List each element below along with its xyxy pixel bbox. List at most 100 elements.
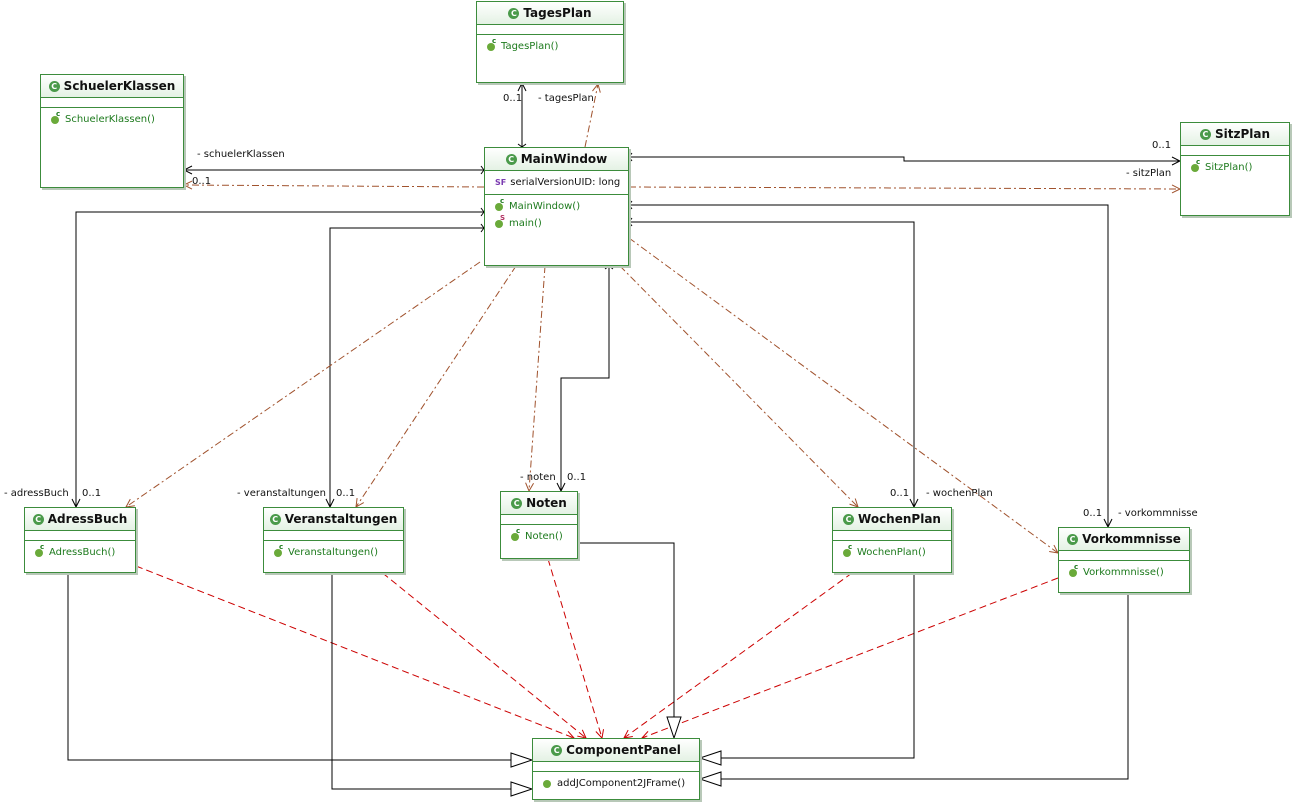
static-final-field-icon: SF xyxy=(495,178,507,187)
attributes-section xyxy=(501,515,577,525)
class-icon: C xyxy=(511,497,523,509)
dep-main-schuelerklassen xyxy=(184,185,485,187)
class-icon: C xyxy=(1199,128,1211,140)
assoc-wochenplan xyxy=(629,222,914,507)
adressbuch-multiplicity: 0..1 xyxy=(82,488,102,499)
assoc-sitzplan xyxy=(629,157,1180,161)
noten-multiplicity: 0..1 xyxy=(567,472,587,483)
assoc-veranstaltungen xyxy=(330,228,484,507)
attributes-section xyxy=(264,531,403,541)
public-method-icon: S xyxy=(495,214,505,228)
dep-main-sitzplan xyxy=(628,187,1180,189)
gen-adressbuch xyxy=(67,573,534,768)
attributes-section xyxy=(533,762,699,772)
class-name: SchuelerKlassen xyxy=(63,79,176,93)
gen-noten xyxy=(578,542,682,740)
adressbuch-role: - adressBuch xyxy=(4,488,69,499)
public-method-icon: c xyxy=(843,543,852,557)
schuelerklassen-role: - schuelerKlassen xyxy=(197,149,285,160)
dep-main-vorkommnisse xyxy=(628,237,1058,553)
class-name: AdressBuch xyxy=(47,512,128,526)
public-method-icon: c xyxy=(487,37,496,51)
attributes-section xyxy=(477,25,623,35)
wochenplan-multiplicity: 0..1 xyxy=(890,488,910,499)
associations xyxy=(76,83,1180,527)
assoc-noten xyxy=(561,266,609,491)
gen-wochenplan xyxy=(698,573,915,766)
public-method-icon xyxy=(543,779,551,788)
attributes-section xyxy=(1181,146,1289,156)
dep-veranstaltungen-panel xyxy=(373,565,586,738)
class-name: ComponentPanel xyxy=(566,743,681,757)
class-icon: C xyxy=(1067,533,1079,545)
dep-noten-panel xyxy=(547,558,602,738)
public-method-icon: c xyxy=(35,543,44,557)
schuelerklassen-multiplicity: 0..1 xyxy=(192,176,212,187)
assoc-vorkommnisse xyxy=(629,205,1108,527)
attributes-section xyxy=(41,98,183,108)
sitzplan-multiplicity: 0..1 xyxy=(1152,140,1172,151)
operations-section: addJComponent2JFrame() xyxy=(533,772,699,795)
dep-main-veranstaltungen xyxy=(356,265,517,507)
dep-main-noten xyxy=(529,265,546,491)
class-name: Noten xyxy=(526,496,567,510)
dep-main-adressbuch xyxy=(126,261,481,507)
class-icon: C xyxy=(551,744,563,756)
dependencies-panel xyxy=(135,558,1059,738)
attributes-section xyxy=(1059,551,1189,561)
generalizations xyxy=(67,542,1129,797)
dep-main-tagesplan xyxy=(584,84,598,148)
attributes-section xyxy=(25,531,135,541)
gen-veranstaltungen xyxy=(331,573,534,797)
public-method-icon: c xyxy=(51,110,60,124)
veranstaltungen-multiplicity: 0..1 xyxy=(336,488,356,499)
public-method-icon: c xyxy=(511,527,520,541)
dep-vorkommnisse-panel xyxy=(642,577,1059,738)
vorkommnisse-role: - vorkommnisse xyxy=(1118,508,1198,519)
class-name: WochenPlan xyxy=(858,512,941,526)
assoc-adressbuch xyxy=(76,212,484,507)
attributes-section xyxy=(833,531,951,541)
class-name: Vorkommnisse xyxy=(1082,532,1181,546)
class-name: MainWindow xyxy=(520,152,608,166)
dep-main-wochenplan xyxy=(619,265,858,507)
class-icon: C xyxy=(269,513,281,525)
veranstaltungen-role: - veranstaltungen xyxy=(237,488,326,499)
wochenplan-role: - wochenPlan xyxy=(926,488,993,499)
dependencies-main xyxy=(126,84,1180,553)
